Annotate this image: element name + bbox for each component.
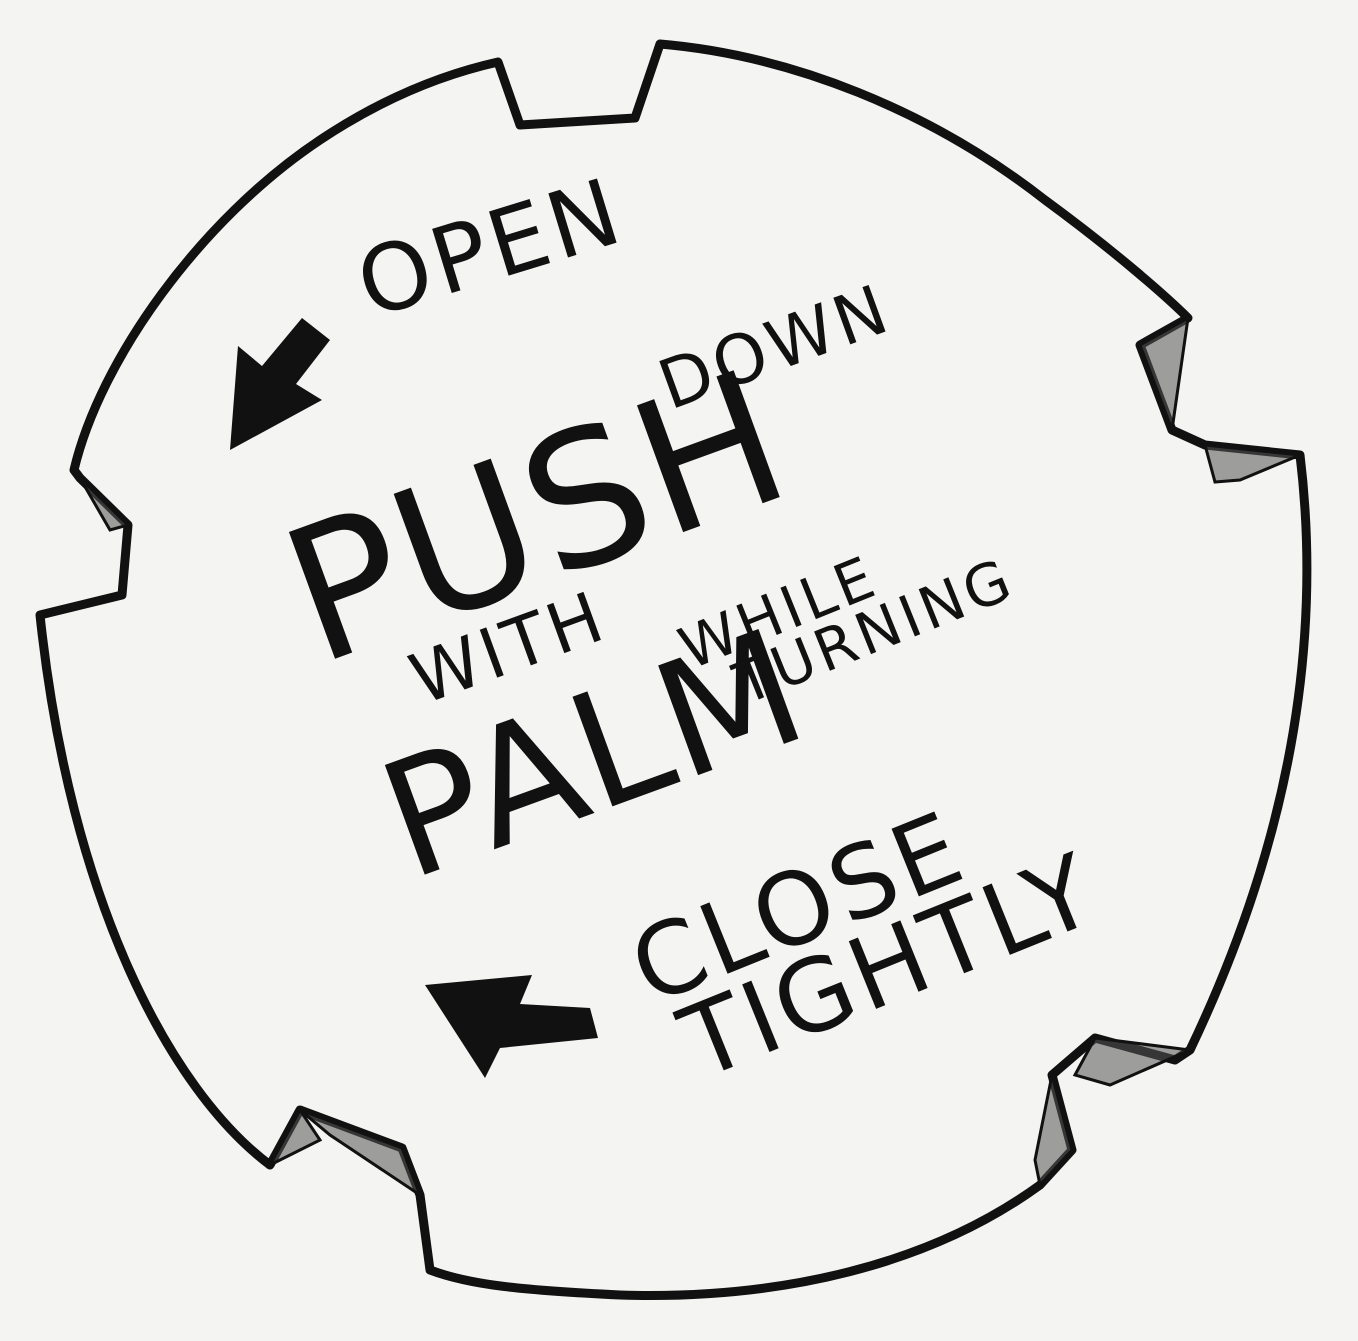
notch-bottom-right-lower (1033, 1074, 1074, 1189)
notch-hatching (78, 315, 1301, 1199)
notch-right-middle (1202, 443, 1301, 484)
label-down: DOWN (649, 270, 902, 426)
arrow-down-left-icon (230, 318, 330, 450)
cap-outline (35, 39, 1312, 1300)
notch-bottom-left (299, 1108, 424, 1199)
label-open: OPEN (345, 158, 635, 340)
notch-bottom-right (1072, 1036, 1196, 1087)
notch-bottom-left-lower (266, 1107, 323, 1169)
arrow-up-left-icon (425, 975, 598, 1078)
notch-left (78, 476, 131, 532)
notch-right-upper (1138, 315, 1190, 431)
